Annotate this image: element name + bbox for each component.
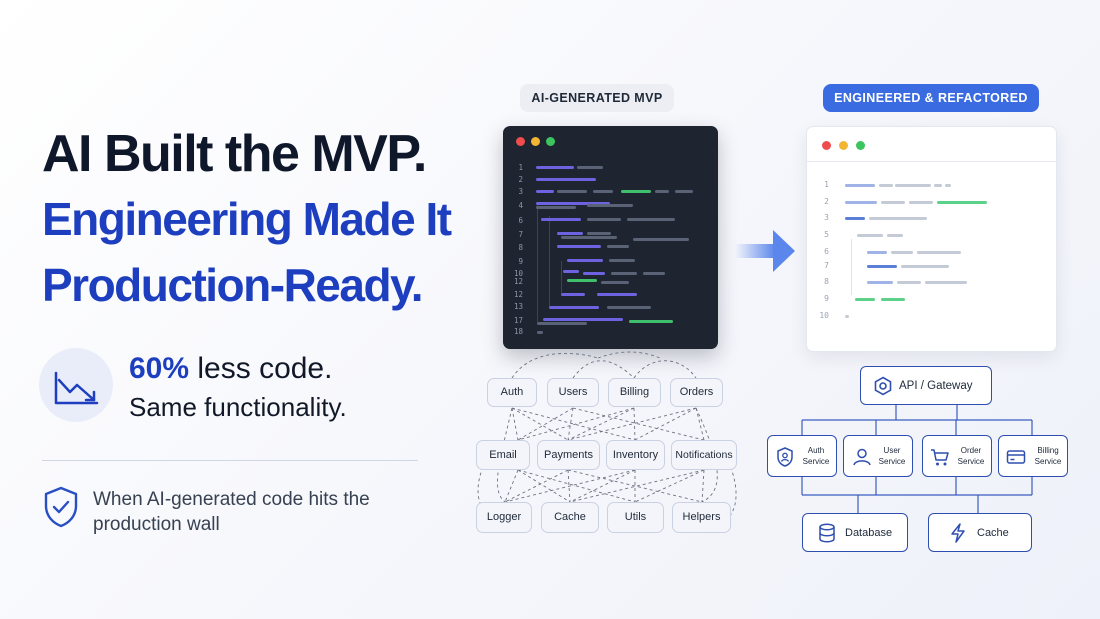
database-icon: [819, 523, 835, 543]
mvp-node-billing: Billing: [608, 378, 661, 407]
api-gateway-node: API / Gateway: [860, 366, 992, 405]
line-number: 6: [824, 247, 829, 256]
line-number: 3: [824, 213, 829, 222]
auth-service-node: Auth Service: [767, 435, 837, 477]
cache-node: Cache: [928, 513, 1032, 552]
line-number: 5: [824, 230, 829, 239]
mvp-node-notifications: Notifications: [671, 440, 737, 470]
line-number: 2: [824, 197, 829, 206]
line-number: 12: [513, 277, 523, 286]
order-service-node: Order Service: [922, 435, 992, 477]
line-number: 3: [518, 187, 523, 196]
refactored-code-editor: 1 2 3 5 6 7 8 9 10: [806, 126, 1057, 352]
mvp-node-orders: Orders: [670, 378, 723, 407]
billing-service-label-2: Service: [1034, 457, 1062, 466]
stat-headline: 60% less code.: [129, 352, 332, 386]
mvp-node-inventory: Inventory: [606, 440, 665, 470]
billing-service-label-1: Billing: [1037, 446, 1059, 455]
mvp-node-users: Users: [547, 378, 599, 407]
headline-line-2: Engineering Made It: [42, 193, 452, 245]
mvp-node-cache: Cache: [541, 502, 599, 533]
shield-user-icon: [777, 447, 793, 467]
maximize-dot-icon: [546, 137, 555, 146]
arrow-right-icon: [735, 228, 797, 274]
stat-number: 60%: [129, 352, 190, 385]
line-number: 7: [824, 261, 829, 270]
footer-text: When AI-generated code hits the producti…: [93, 489, 370, 535]
line-number: 18: [513, 327, 523, 336]
billing-service-node: Billing Service: [998, 435, 1068, 477]
user-icon: [853, 448, 871, 466]
database-label: Database: [845, 527, 893, 539]
headline-line-1: AI Built the MVP.: [42, 125, 427, 183]
database-node: Database: [802, 513, 908, 552]
maximize-dot-icon: [856, 141, 865, 150]
auth-service-label-2: Service: [802, 457, 830, 466]
close-dot-icon: [516, 137, 525, 146]
stat-subtext: Same functionality.: [129, 392, 347, 422]
headline-line-3: Production-Ready.: [42, 259, 424, 311]
line-number: 7: [518, 230, 523, 239]
line-number: 10: [513, 269, 523, 278]
line-number: 8: [518, 243, 523, 252]
lightning-icon: [951, 523, 965, 543]
line-number: 17: [513, 316, 523, 325]
mvp-node-auth: Auth: [487, 378, 537, 407]
mvp-code-editor: 1 2 3 4 6 7 8 9 10 12 12 13 17 18: [503, 126, 718, 349]
line-number: 1: [518, 163, 523, 172]
api-gateway-label: API / Gateway: [899, 380, 973, 392]
line-number: 13: [513, 302, 523, 311]
close-dot-icon: [822, 141, 831, 150]
mvp-node-utils: Utils: [607, 502, 664, 533]
line-number: 10: [819, 311, 829, 320]
user-service-label-2: Service: [878, 457, 906, 466]
cache-label: Cache: [977, 527, 1009, 539]
line-number: 6: [518, 216, 523, 225]
shield-check-icon: [42, 485, 80, 529]
mvp-node-email: Email: [476, 440, 530, 470]
user-service-label-1: User: [883, 446, 901, 455]
badge-ai-generated-mvp: AI-GENERATED MVP: [520, 84, 674, 112]
line-number: 9: [824, 294, 829, 303]
mvp-node-payments: Payments: [537, 440, 600, 470]
line-number: 4: [518, 201, 523, 210]
order-service-label-2: Service: [957, 457, 985, 466]
auth-service-label-1: Auth: [807, 446, 825, 455]
minimize-dot-icon: [531, 137, 540, 146]
cart-icon: [931, 449, 949, 466]
mvp-node-helpers: Helpers: [672, 502, 731, 533]
line-number: 2: [518, 175, 523, 184]
trend-down-icon: [39, 348, 113, 422]
line-number: 12: [513, 290, 523, 299]
user-service-node: User Service: [843, 435, 913, 477]
hexagon-icon: [874, 376, 892, 396]
order-service-label-1: Order: [960, 446, 982, 455]
card-icon: [1006, 450, 1026, 464]
badge-engineered-refactored: ENGINEERED & REFACTORED: [823, 84, 1039, 112]
architecture-connectors: [801, 404, 1033, 513]
line-number: 8: [824, 277, 829, 286]
line-number: 1: [824, 180, 829, 189]
mvp-node-logger: Logger: [476, 502, 532, 533]
divider: [42, 460, 418, 461]
stat-rest: less code.: [189, 352, 333, 385]
minimize-dot-icon: [839, 141, 848, 150]
line-number: 9: [518, 257, 523, 266]
